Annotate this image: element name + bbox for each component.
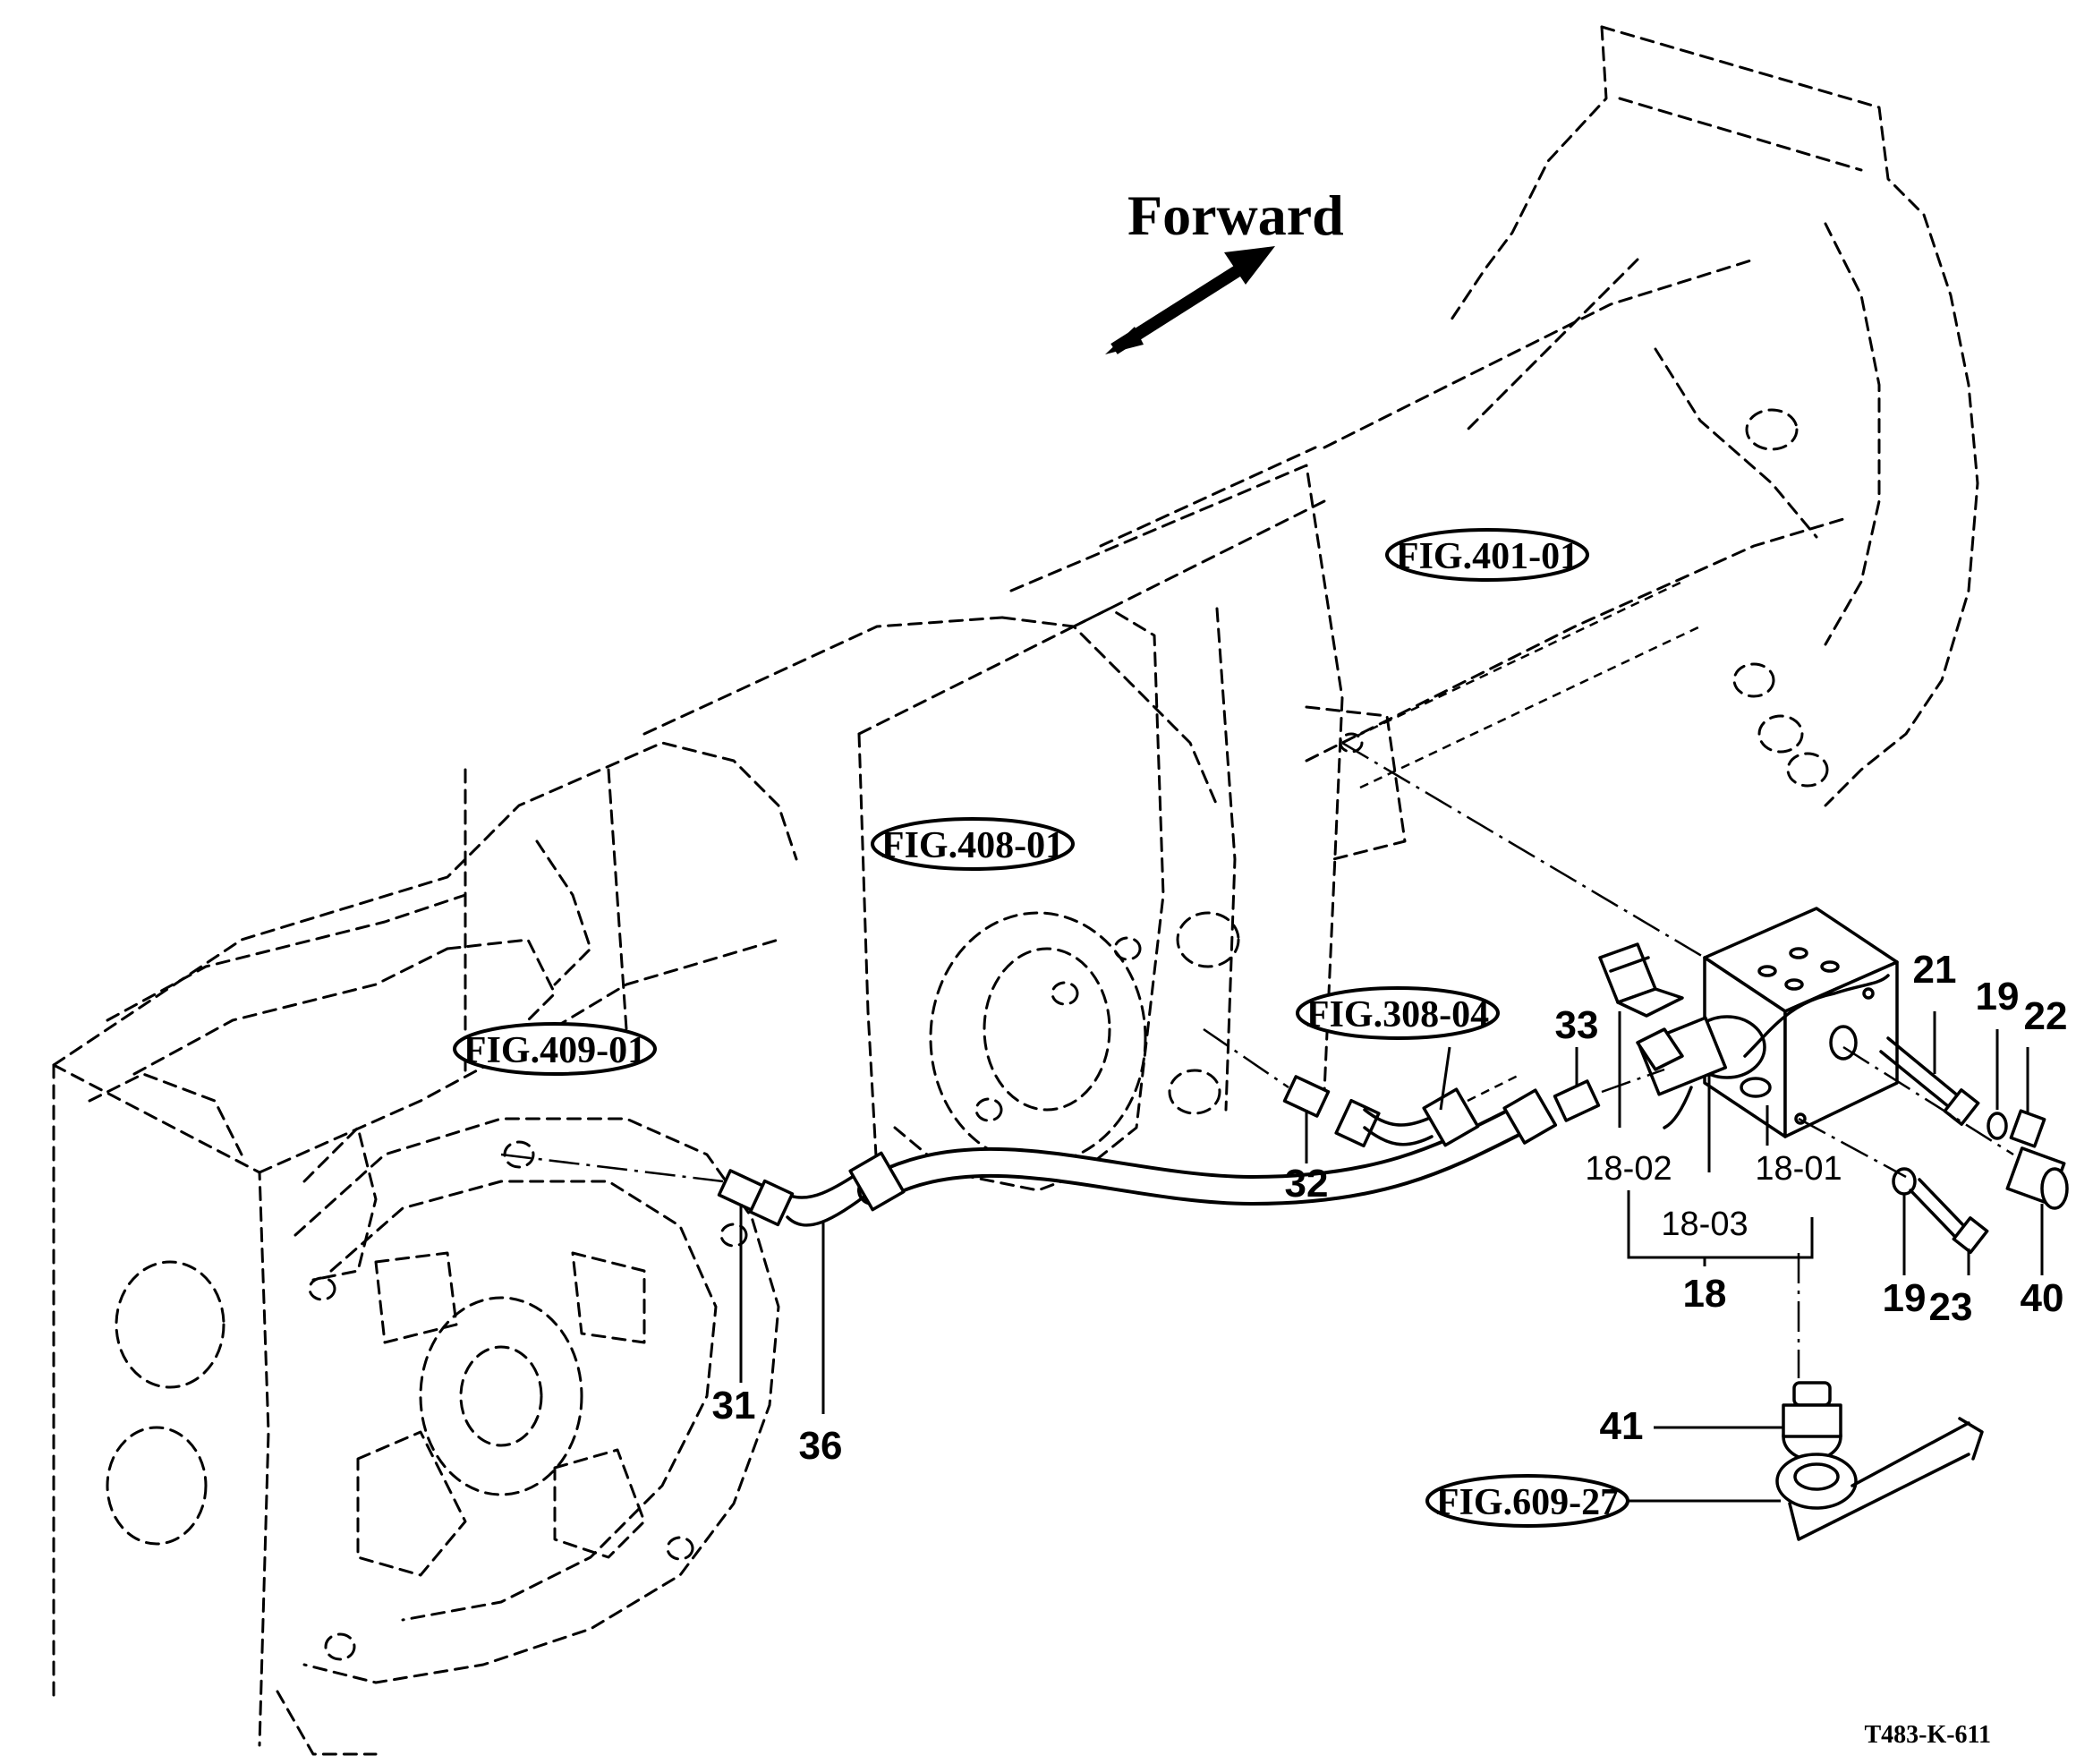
fig-ref-308-label: FIG.308-04	[1306, 994, 1489, 1035]
fig-ref-408-label: FIG.408-01	[881, 825, 1064, 866]
part-label-18-01: 18-01	[1755, 1150, 1842, 1188]
transmission-housing-phantom	[52, 25, 1979, 1756]
fig-ref-401-label: FIG.401-01	[1396, 536, 1578, 577]
forward-label: Forward	[1127, 183, 1344, 247]
fig-ref-308: FIG.308-04	[1296, 986, 1500, 1040]
nut-22	[2009, 1109, 2046, 1148]
hose-36	[786, 1088, 1558, 1227]
center-lines	[500, 741, 2014, 1378]
part-label-32: 32	[1285, 1162, 1329, 1206]
bolt-23	[1909, 1178, 1989, 1254]
drawing-code: T483-K-611	[1864, 1721, 1991, 1749]
part-label-21: 21	[1913, 948, 1957, 992]
part-label-31: 31	[712, 1384, 756, 1427]
part-label-40: 40	[2021, 1276, 2064, 1320]
part-label-33: 33	[1555, 1003, 1599, 1047]
fig-ref-401: FIG.401-01	[1385, 528, 1589, 582]
part-label-19-upper: 19	[1976, 975, 2020, 1018]
part-label-18-03: 18-03	[1661, 1206, 1748, 1243]
fitting-41	[1782, 1381, 1842, 1461]
fig-ref-609-label: FIG.609-27	[1436, 1482, 1619, 1523]
forward-arrow	[1105, 246, 1275, 354]
part-label-19-lower: 19	[1883, 1276, 1927, 1320]
part-label-22: 22	[2024, 994, 2068, 1038]
fitting-40	[2005, 1146, 2069, 1210]
part-label-18-02: 18-02	[1585, 1150, 1672, 1188]
leaders	[739, 1011, 2044, 1503]
washer-19-lower	[1892, 1167, 1917, 1196]
part-label-18: 18	[1683, 1272, 1727, 1316]
tee-fitting-609	[1775, 1417, 1984, 1541]
fitting-31	[717, 1169, 795, 1227]
bolt-21	[1879, 1036, 1980, 1126]
solenoid-valve	[1636, 974, 1890, 1129]
washer-19-upper	[1987, 1112, 2008, 1140]
fig-ref-609: FIG.609-27	[1425, 1474, 1629, 1528]
part-label-23: 23	[1929, 1285, 1973, 1329]
fig-ref-409: FIG.409-01	[453, 1022, 657, 1076]
fig-ref-408: FIG.408-01	[871, 817, 1075, 871]
part-label-41: 41	[1600, 1404, 1644, 1448]
fitting-33	[1553, 1079, 1601, 1122]
relief-valve-18-02	[1598, 942, 1684, 1018]
fig-ref-409-label: FIG.409-01	[464, 1030, 646, 1071]
fitting-32	[1282, 1072, 1522, 1148]
part-label-36: 36	[799, 1424, 843, 1468]
